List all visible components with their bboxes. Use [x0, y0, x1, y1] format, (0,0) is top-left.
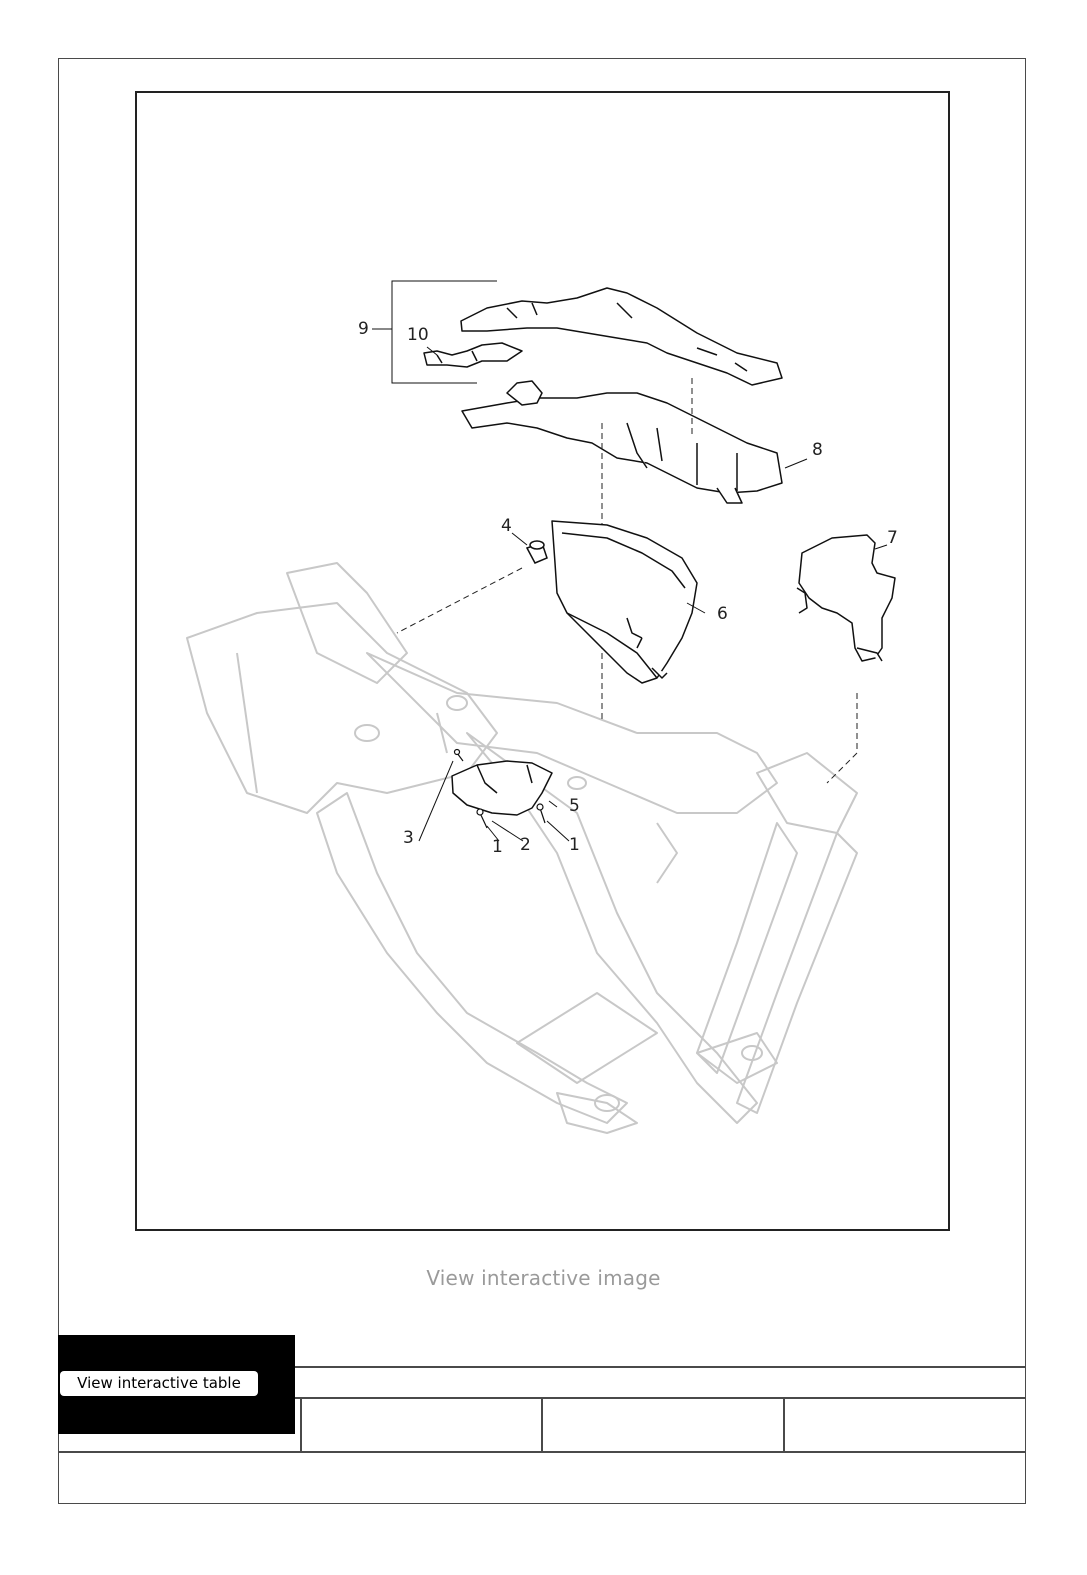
exploded-view-illustration: 1 2 3 4 5 6 7 8 9 10 1 [186, 280, 898, 1134]
callout-10: 10 [407, 325, 429, 345]
view-interactive-table-button[interactable]: View interactive table [60, 1371, 258, 1396]
callout-5: 5 [569, 796, 580, 816]
table-col-divider-1 [300, 1397, 302, 1452]
callout-7: 7 [887, 528, 898, 548]
table-top-rule [295, 1366, 1026, 1368]
table-col-divider-2 [541, 1397, 543, 1452]
page-border [58, 58, 1026, 1504]
callout-1: 1 [492, 837, 503, 857]
table-col-divider-3 [783, 1397, 785, 1452]
callout-1-right: 1 [569, 835, 580, 855]
callout-8: 8 [812, 440, 823, 460]
callout-2: 2 [520, 835, 531, 855]
view-interactive-image-link[interactable]: View interactive image [426, 1266, 661, 1290]
callout-4: 4 [501, 516, 512, 536]
parts-diagram[interactable]: 1 2 3 4 5 6 7 8 9 10 1 [135, 91, 950, 1231]
callout-9: 9 [358, 319, 369, 339]
callout-6: 6 [717, 604, 728, 624]
callout-3: 3 [403, 828, 414, 848]
